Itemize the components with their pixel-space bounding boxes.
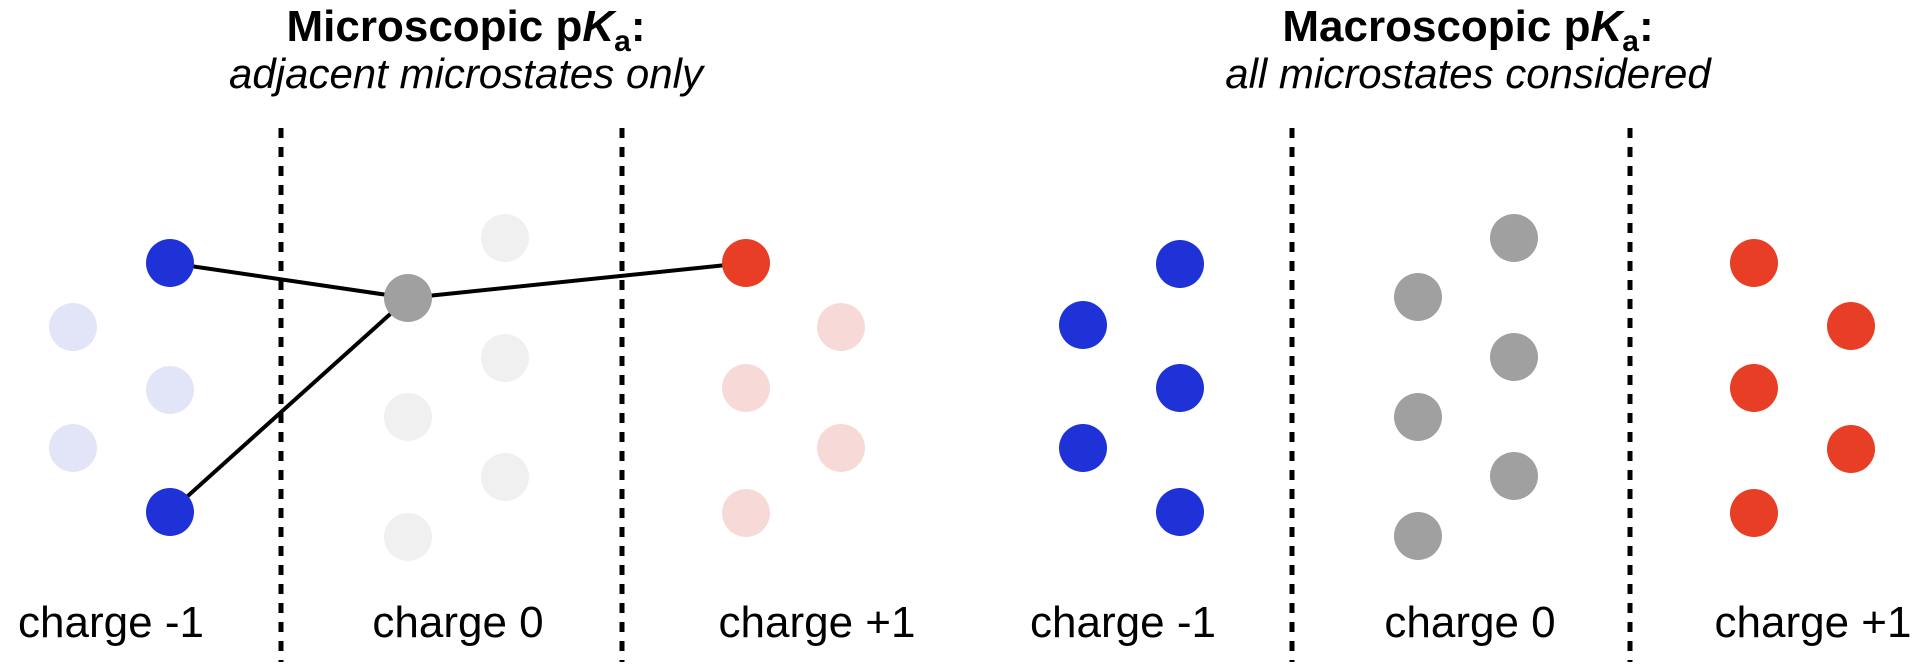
- pka-transition-line: [407, 261, 747, 300]
- microstate-dot-macroscopic-charge-1: [1059, 301, 1107, 349]
- macroscopic-title-colon: :: [1638, 2, 1654, 51]
- microstate-dot-macroscopic-charge+1: [1827, 425, 1875, 473]
- microscopic-charge-minus1-label: charge -1: [18, 598, 204, 647]
- pka-transition-line: [169, 261, 409, 300]
- microstate-dot-microscopic-charge0: [384, 513, 432, 561]
- microstate-dot-macroscopic-charge-1: [1156, 240, 1204, 288]
- microstate-dot-microscopic-charge0: [384, 274, 432, 322]
- microstate-dot-macroscopic-charge0: [1490, 452, 1538, 500]
- microstate-dot-macroscopic-charge0: [1490, 214, 1538, 262]
- microstate-dot-macroscopic-charge+1: [1827, 302, 1875, 350]
- macroscopic-title-pre: Macroscopic p: [1282, 2, 1591, 51]
- microstate-dot-microscopic-charge0: [481, 453, 529, 501]
- microstate-dot-microscopic-charge+1: [817, 424, 865, 472]
- microscopic-title-colon: :: [630, 2, 646, 51]
- macroscopic-title-k: K: [1590, 2, 1623, 51]
- macroscopic-title-sub: a: [1622, 25, 1639, 58]
- microstate-dot-macroscopic-charge0: [1490, 333, 1538, 381]
- macroscopic-charge-0-label: charge 0: [1384, 598, 1556, 647]
- microscopic-title-sub: a: [614, 25, 631, 58]
- microstate-dot-microscopic-charge0: [481, 214, 529, 262]
- microstate-dot-microscopic-charge-1: [146, 488, 194, 536]
- microstate-dot-microscopic-charge0: [481, 334, 529, 382]
- microstate-dot-macroscopic-charge0: [1394, 273, 1442, 321]
- microscopic-title: Microscopic pKa:: [229, 2, 703, 56]
- macroscopic-charge-minus1-label: charge -1: [1030, 598, 1216, 647]
- microstate-dot-macroscopic-charge-1: [1156, 488, 1204, 536]
- macroscopic-charge-plus1-label: charge +1: [1714, 598, 1912, 647]
- macroscopic-title: Macroscopic pKa:: [1225, 2, 1711, 56]
- microstate-dot-macroscopic-charge0: [1394, 393, 1442, 441]
- microstate-dot-macroscopic-charge-1: [1059, 424, 1107, 472]
- microstate-dot-microscopic-charge+1: [722, 364, 770, 412]
- pka-transition-line: [168, 296, 410, 514]
- microstate-dot-macroscopic-charge+1: [1730, 239, 1778, 287]
- microstate-dot-microscopic-charge+1: [817, 303, 865, 351]
- macroscopic-subtitle: all microstates considered: [1225, 50, 1711, 98]
- microstate-dot-microscopic-charge-1: [146, 239, 194, 287]
- microstate-dot-microscopic-charge+1: [722, 239, 770, 287]
- microstate-dot-microscopic-charge0: [384, 393, 432, 441]
- microscopic-charge-0-label: charge 0: [372, 598, 544, 647]
- microstate-dot-macroscopic-charge-1: [1156, 364, 1204, 412]
- microscopic-charge-plus1-label: charge +1: [718, 598, 916, 647]
- macroscopic-title-block: Macroscopic pKa: all microstates conside…: [1225, 2, 1711, 98]
- microstate-dot-microscopic-charge-1: [49, 424, 97, 472]
- microstate-dot-macroscopic-charge+1: [1730, 364, 1778, 412]
- microscopic-subtitle: adjacent microstates only: [229, 50, 703, 98]
- microstate-dot-microscopic-charge-1: [49, 303, 97, 351]
- microstate-dot-macroscopic-charge+1: [1730, 489, 1778, 537]
- microscopic-title-block: Microscopic pKa: adjacent microstates on…: [229, 2, 703, 98]
- microstate-dot-macroscopic-charge0: [1394, 512, 1442, 560]
- microscopic-title-pre: Microscopic p: [286, 2, 583, 51]
- microscopic-title-k: K: [582, 2, 615, 51]
- microstate-dot-microscopic-charge+1: [722, 489, 770, 537]
- microstate-dot-microscopic-charge-1: [146, 366, 194, 414]
